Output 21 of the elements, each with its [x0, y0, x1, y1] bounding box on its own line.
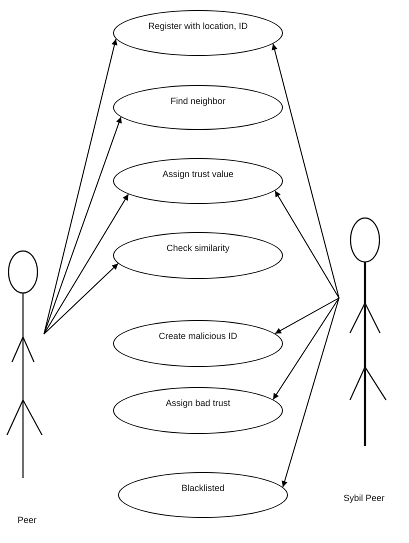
arrow — [274, 298, 340, 334]
use-case-label: Register with location, ID — [148, 21, 248, 32]
arrow — [274, 190, 340, 298]
use-case-ellipse — [118, 472, 288, 518]
arrow — [272, 43, 340, 298]
use-case-label: Assign trust value — [162, 169, 234, 180]
arrow — [44, 116, 122, 334]
arrow — [44, 194, 129, 334]
arrow — [44, 38, 118, 334]
use-case-label: Blacklisted — [181, 483, 225, 494]
arrow — [272, 298, 340, 400]
actor-label: Sybil Peer — [343, 493, 385, 504]
use-case-label: Assign bad trust — [166, 398, 230, 409]
arrow — [282, 298, 340, 488]
use-case-label: Find neighbor — [170, 96, 226, 107]
use-case-label: Create malicious ID — [158, 331, 238, 342]
use-case-ellipse — [113, 85, 283, 130]
arrow — [44, 263, 119, 334]
use-case-label: Check similarity — [166, 243, 230, 254]
actor-label: Peer — [18, 515, 36, 526]
use-case-ellipse — [113, 10, 283, 56]
